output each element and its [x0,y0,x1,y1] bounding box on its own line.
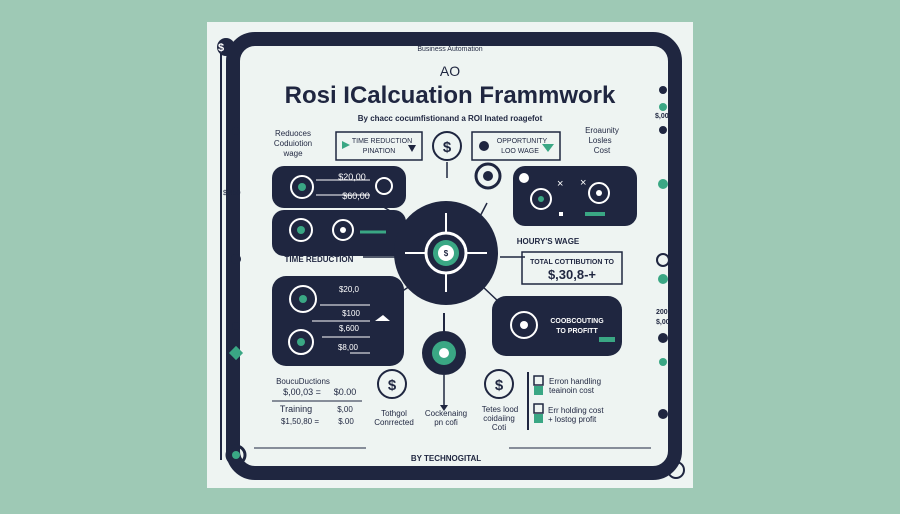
close-icon: × [580,177,586,189]
time-reduction-box-line-1: TIME REDUCTION [352,138,412,145]
economy-label-3: Cost [594,146,611,155]
left-top-value-1: $20,00 [338,172,366,182]
lower-gear [422,313,466,411]
tetes-line-3: Coti [492,423,506,432]
tothgol-line-2: Conrrected [374,418,414,427]
err-holding-line-1: Err holding cost [548,406,604,415]
reduces-label-3: wage [282,149,303,158]
economy-label-1: Eroaunity [585,126,619,135]
left-mid-value-4: $8,00 [338,343,359,352]
reduces-label-2: Coduiotion [274,139,312,148]
dollar-icon: $ [218,42,224,54]
bouse-value-2: $0.00 [334,387,357,397]
bouse-value-1: $,00,03 = [283,387,321,397]
cockening-line-2: pn cofi [434,418,458,427]
gear-icon [289,218,313,242]
footer-credit: BY TECHNOGITAL [411,454,481,463]
tetes-line-1: Tetes lood [482,405,518,414]
gear-icon [479,141,489,151]
training-value-3: $.00 [338,417,354,426]
contributing-line-1: COOBCOUTING [550,318,604,325]
arrow-icon [542,144,554,152]
cockening-line-1: Cockenaing [425,409,467,418]
right-margin-value-top: $,00 [655,113,669,120]
total-contribution-box [521,251,623,285]
checkbox-icon [534,386,543,395]
right-middle-panel [492,296,622,356]
gear-icon [289,285,317,313]
center-hub: $ [363,201,525,305]
dollar-icon: $ [444,249,449,258]
right-margin-value-2: $,00 [656,319,670,326]
target-icon [332,219,354,241]
error-handling-line-2: teainoin cost [549,386,595,395]
right-margin-value-1: 200 [656,309,668,316]
hourly-wage-label: HOURY'S WAGE [517,237,580,246]
err-holding-line-2: + lostog profit [548,415,597,424]
target-icon [530,188,552,210]
target-icon [510,311,538,339]
dollar-icon [432,131,462,161]
opportunity-box-line-1: OPPORTUNITY [497,138,548,145]
arrow-icon [342,141,350,149]
opportunity-box-line-2: LOO WAGE [501,148,539,155]
reduces-label-1: Reduoces [275,129,311,138]
target-icon [290,175,314,199]
target-icon [375,177,393,195]
right-top-panel [513,166,637,226]
left-top-value-2: $60,00 [342,191,370,201]
time-reduction-label: TIME REDUCTION [285,255,354,264]
contributing-line-2: TO PROFITT [556,328,598,335]
total-contribution-value: $,30,8-+ [548,267,596,282]
left-margin-value: $,450 [223,190,241,197]
left-second-panel [272,210,406,256]
title-prefix: AO [440,63,460,79]
close-icon: × [557,178,563,190]
dollar-icon [377,369,407,399]
dollar-glyph: $ [495,377,504,394]
bouse-label: BoucuDuctions [276,377,330,386]
left-mid-value-2: $100 [342,309,360,318]
left-mid-value-1: $20,0 [339,285,360,294]
training-label: Training [280,404,312,414]
arrow-icon [408,145,416,152]
checkbox-icon [533,375,544,386]
page-title: Rosi ICalcuation Frammwork [285,82,616,109]
time-reduction-box [335,131,423,161]
left-margin-rail: $ [217,38,247,466]
tothgol-line-1: Tothgol [381,409,407,418]
gear-icon [474,162,502,190]
subtitle: By chacc cocumfistionand a ROI Inated ro… [358,114,543,123]
total-contribution-label: TOTAL COTTIBUTION TO [530,259,614,266]
dollar-icon [484,369,514,399]
economy-label-2: Losles [588,136,611,145]
left-mid-value-3: $,600 [339,324,360,333]
dollar-glyph: $ [443,139,452,156]
target-icon [519,173,529,183]
right-margin-rail [656,46,685,479]
gear-icon [588,182,610,204]
time-reduction-box-line-2: PINATION [363,148,396,155]
dollar-glyph: $ [388,377,397,394]
error-handling-line-1: Erron handling [549,377,601,386]
checkbox-icon [533,403,544,414]
tetes-line-2: coidaiing [483,414,515,423]
gear-icon [288,329,314,355]
opportunity-box [471,131,561,161]
checkbox-icon [534,414,543,423]
training-value-2: $1,50,80 = [281,417,319,426]
training-value-1: $,00 [337,405,353,414]
arrow-icon [375,315,390,321]
top-label: Business Automation [417,46,482,53]
